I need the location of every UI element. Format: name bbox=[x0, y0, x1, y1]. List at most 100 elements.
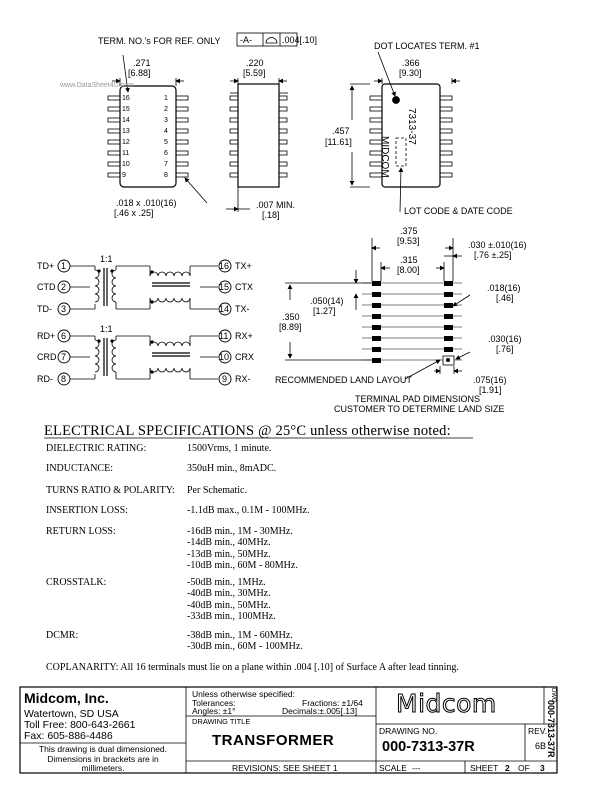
datum-a: -A- bbox=[240, 35, 252, 45]
top-left-pin-numbers: 16 15 14 13 12 11 10 9 bbox=[122, 93, 130, 181]
spec-value-insertion-loss: -1.1dB max., 0.1M - 100MHz. bbox=[187, 505, 310, 516]
spec-line: -50dB min., 1MHz. bbox=[187, 577, 266, 588]
sig-tx-plus: TX+ bbox=[235, 261, 252, 271]
revision-value: 6B bbox=[535, 741, 547, 751]
flatness-tolerance: .004[.10] bbox=[282, 35, 318, 45]
end-brand: MIDCOM bbox=[379, 136, 390, 178]
land-315-mm: [8.00] bbox=[397, 265, 420, 275]
sheet-number: 2 bbox=[505, 763, 510, 773]
pin-2-label: 2 bbox=[164, 106, 168, 113]
land-315-in: .315 bbox=[400, 255, 418, 265]
spec-line: 1500Vrms, 1 minute. bbox=[187, 443, 272, 454]
unless-specified: Unless otherwise specified: bbox=[192, 689, 295, 699]
midcom-logo: Midcom bbox=[396, 689, 497, 719]
sig-rd-plus: RD+ bbox=[37, 331, 56, 341]
dot-note: DOT LOCATES TERM. #1 bbox=[374, 41, 480, 51]
dual-note-line: millimeters. bbox=[81, 763, 125, 773]
land-note-line2: CUSTOMER TO DETERMINE LAND SIZE bbox=[334, 404, 505, 414]
watermark: www.DataSheet4U.com bbox=[60, 82, 134, 89]
land-030-in: .030(16) bbox=[488, 334, 522, 344]
pin-circle-10: 10 bbox=[219, 352, 230, 362]
drawing-title: TRANSFORMER bbox=[212, 732, 335, 749]
spec-line: -13dB min., 50MHz. bbox=[187, 548, 271, 560]
pin-circle-3: 3 bbox=[61, 304, 67, 314]
spec-line: -33dB min., 100MHz. bbox=[187, 610, 276, 622]
scale-label: SCALE bbox=[379, 763, 407, 773]
sig-rx-plus: RX+ bbox=[235, 331, 253, 341]
pin-circle-15: 15 bbox=[219, 282, 230, 292]
side-view-body bbox=[237, 83, 280, 188]
standoff-in: .007 MIN. bbox=[256, 200, 296, 210]
spec-label-inductance: INDUCTANCE: bbox=[46, 463, 113, 474]
of-label: OF bbox=[518, 763, 530, 773]
drawing-title-label: DRAWING TITLE bbox=[192, 717, 251, 726]
sheet-label: SHEET bbox=[470, 763, 499, 773]
pin-circle-1: 1 bbox=[61, 261, 67, 271]
land-375-mm: [9.53] bbox=[397, 236, 420, 246]
drawing-number: 000-7313-37R bbox=[382, 739, 475, 755]
sig-ctx: CTX bbox=[235, 282, 253, 292]
top-width-mm: [6.88] bbox=[128, 68, 151, 78]
spec-line: -30dB min., 60M - 100MHz. bbox=[187, 641, 303, 653]
side-width-mm: [5.59] bbox=[243, 68, 266, 78]
spec-line: 350uH min., 8mADC. bbox=[187, 463, 277, 474]
top-right-pin-numbers: 1 2 3 4 5 6 7 8 bbox=[164, 93, 168, 181]
pin-3-label: 3 bbox=[164, 117, 168, 124]
pin-circle-9: 9 bbox=[222, 374, 228, 384]
pin-9-label: 9 bbox=[122, 172, 126, 179]
spec-line: Per Schematic. bbox=[187, 485, 247, 496]
lead-dim-mm: [.46 x .25] bbox=[114, 208, 154, 218]
pin-circle-11: 11 bbox=[219, 331, 229, 341]
specs-heading: ELECTRICAL SPECIFICATIONS @ 25°C unless … bbox=[44, 423, 451, 439]
side-width-in: .220 bbox=[246, 58, 264, 68]
land-030w-in: .030 ±.010(16) bbox=[468, 240, 527, 250]
spec-value-turns-ratio: Per Schematic. bbox=[187, 485, 247, 496]
land-layout-label: RECOMMENDED LAND LAYOUT bbox=[275, 375, 412, 385]
sig-crx: CRX bbox=[235, 352, 255, 362]
tolerances-label: Tolerances: bbox=[192, 698, 236, 708]
ratio-top: 1:1 bbox=[100, 254, 113, 264]
ratio-bottom: 1:1 bbox=[100, 324, 113, 334]
pin-10-label: 10 bbox=[122, 161, 130, 168]
scale-value: --- bbox=[412, 763, 421, 773]
top-width-in: .271 bbox=[133, 58, 151, 68]
pin-1-label: 1 bbox=[164, 95, 168, 102]
spec-value-inductance: 350uH min., 8mADC. bbox=[187, 463, 276, 474]
end-width-in: .366 bbox=[402, 58, 420, 68]
spec-line: -40dB min., 50MHz. bbox=[187, 599, 271, 611]
pin-circle-6: 6 bbox=[61, 331, 67, 341]
land-pattern bbox=[362, 281, 462, 366]
pin-circle-7: 7 bbox=[61, 352, 67, 362]
pin-13-label: 13 bbox=[122, 128, 130, 135]
company-tollfree: Toll Free: 800-643-2661 bbox=[24, 719, 136, 731]
company-name: Midcom, Inc. bbox=[24, 690, 109, 706]
term-note: TERM. NO.'s FOR REF. ONLY bbox=[98, 36, 221, 46]
spec-line: -14dB min., 40MHz. bbox=[187, 537, 271, 549]
tolerance-angles: Angles: ±1° bbox=[192, 706, 236, 716]
sig-td-plus: TD+ bbox=[37, 261, 55, 271]
spec-label-crosstalk: CROSSTALK: bbox=[46, 577, 107, 588]
side-drawing-number: 000-7313-37R bbox=[546, 700, 556, 758]
sig-ctd: CTD bbox=[37, 282, 56, 292]
land-075-in: .075(16) bbox=[473, 375, 507, 385]
land-030-mm: [.76] bbox=[496, 344, 514, 354]
sig-td-minus: TD- bbox=[37, 304, 52, 314]
dual-note-line: Dimensions in brackets are in bbox=[47, 753, 159, 764]
pin-8-label: 8 bbox=[164, 172, 168, 179]
spec-value-return-loss: -16dB min., 1M - 30MHz. -14dB min., 40MH… bbox=[187, 526, 298, 571]
schematic-top-lines bbox=[70, 265, 218, 310]
spec-label-turns-ratio: TURNS RATIO & POLARITY: bbox=[46, 485, 175, 496]
spec-line: -16dB min., 1M - 30MHz. bbox=[187, 526, 293, 537]
sig-rx-minus: RX- bbox=[235, 374, 251, 384]
land-350-in: .350 bbox=[282, 312, 300, 322]
pin-4-label: 4 bbox=[164, 128, 168, 135]
pin-7-label: 7 bbox=[164, 161, 168, 168]
land-050-in: .050(14) bbox=[310, 296, 344, 306]
drawing-no-label: DRAWING NO. bbox=[379, 726, 438, 736]
spec-value-dcmr: -38dB min., 1M - 60MHz. -30dB min., 60M … bbox=[187, 630, 303, 653]
pin-11-label: 11 bbox=[122, 150, 130, 157]
land-050-mm: [1.27] bbox=[313, 306, 336, 316]
land-018-in: .018(16) bbox=[487, 283, 521, 293]
pin-circle-2: 2 bbox=[61, 282, 67, 292]
pin-circle-14: 14 bbox=[219, 304, 230, 314]
